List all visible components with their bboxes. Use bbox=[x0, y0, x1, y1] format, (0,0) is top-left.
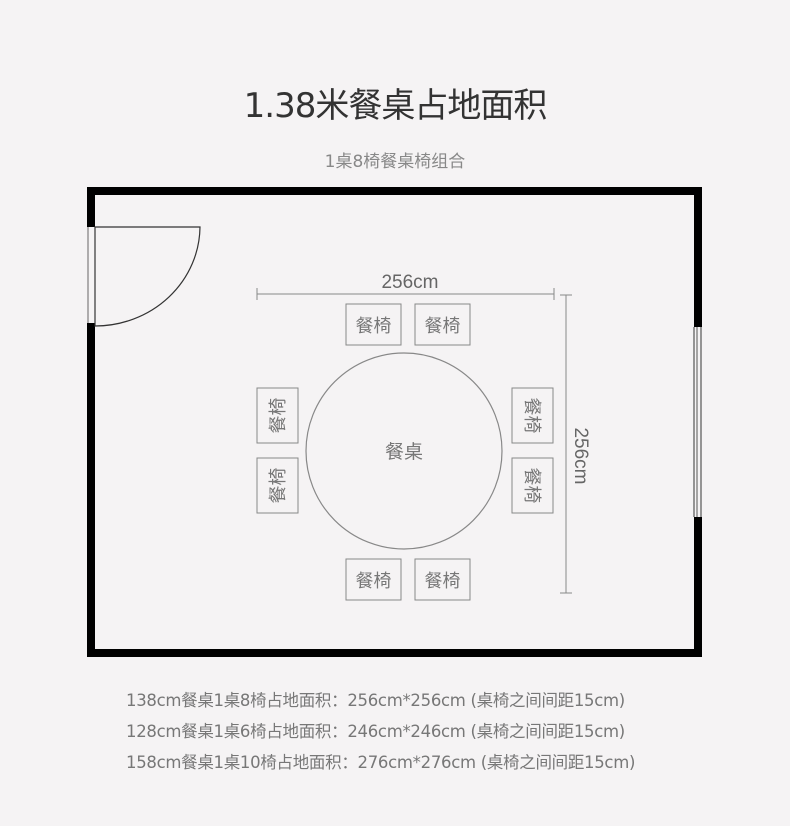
note-line: 158cm餐桌1桌10椅占地面积：276cm*276cm (桌椅之间间距15cm… bbox=[126, 753, 636, 772]
door-swing-arc bbox=[94, 226, 201, 327]
svg-text:餐椅: 餐椅 bbox=[425, 316, 461, 337]
dining-table bbox=[305, 352, 503, 550]
table-label: 餐桌 bbox=[385, 441, 423, 463]
svg-text:餐椅: 餐椅 bbox=[425, 571, 461, 592]
area-notes: 138cm餐桌1桌8椅占地面积：256cm*256cm (桌椅之间间距15cm)… bbox=[126, 685, 635, 778]
chair-right-top: 餐椅 bbox=[511, 387, 554, 444]
svg-text:餐椅: 餐椅 bbox=[268, 468, 289, 504]
chair-right-bottom: 餐椅 bbox=[511, 457, 554, 514]
width-dimension bbox=[256, 288, 555, 300]
note-line: 138cm餐桌1桌8椅占地面积：256cm*256cm (桌椅之间间距15cm) bbox=[126, 691, 625, 710]
svg-text:餐椅: 餐椅 bbox=[356, 316, 392, 337]
page-subtitle: 1桌8椅餐桌椅组合 bbox=[324, 152, 466, 172]
chair-top-left: 餐椅 bbox=[345, 303, 402, 346]
window-opening bbox=[693, 327, 703, 517]
depth-dimension bbox=[560, 294, 572, 594]
svg-text:餐椅: 餐椅 bbox=[356, 571, 392, 592]
depth-label: 256cm bbox=[570, 427, 591, 484]
chair-bottom-right: 餐椅 bbox=[414, 558, 471, 601]
room-walls bbox=[87, 187, 702, 657]
svg-text:餐椅: 餐椅 bbox=[521, 398, 542, 434]
page-title: 1.38米餐桌占地面积 bbox=[243, 86, 548, 126]
chair-bottom-left: 餐椅 bbox=[345, 558, 402, 601]
chair-left-bottom: 餐椅 bbox=[256, 457, 299, 514]
chair-top-right: 餐椅 bbox=[414, 303, 471, 346]
door-opening bbox=[86, 227, 96, 323]
svg-text:餐椅: 餐椅 bbox=[521, 468, 542, 504]
chair-left-top: 餐椅 bbox=[256, 387, 299, 444]
width-label: 256cm bbox=[381, 272, 438, 293]
svg-text:餐椅: 餐椅 bbox=[268, 398, 289, 434]
note-line: 128cm餐桌1桌6椅占地面积：246cm*246cm (桌椅之间间距15cm) bbox=[126, 722, 625, 741]
